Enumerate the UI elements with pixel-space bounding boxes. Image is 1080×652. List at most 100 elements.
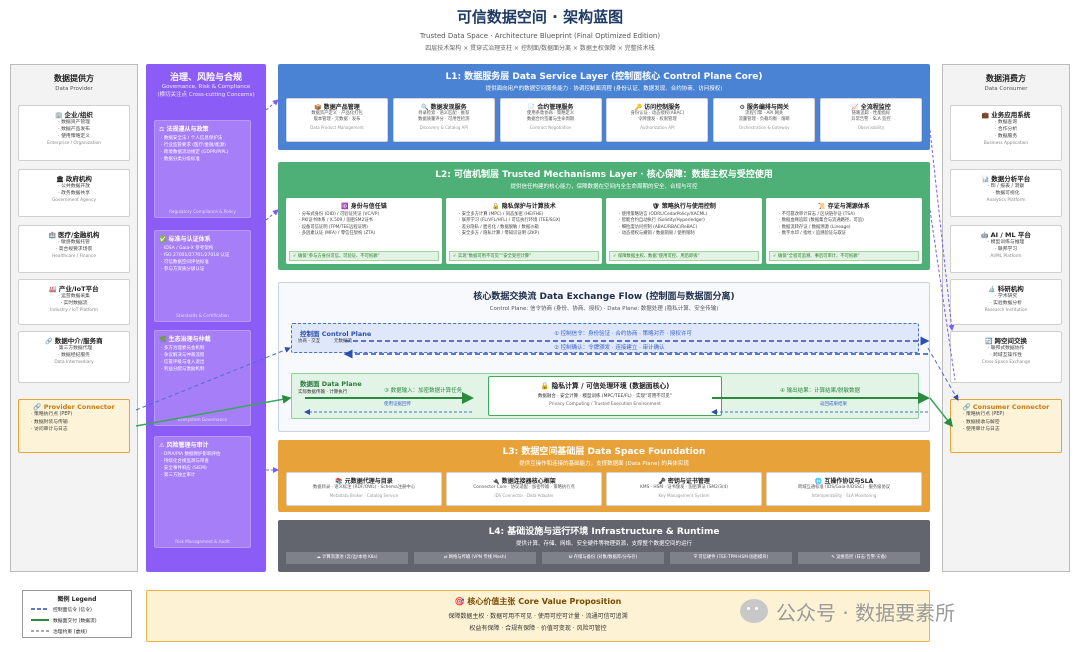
watermark: 公众号 · 数据要素所 [740, 594, 1070, 628]
provider-connector[interactable]: 🔗 Provider Connector · 策略执行点 (PEP) · 数据封… [18, 399, 130, 453]
usage-proof-label: 使用证据回传 [384, 402, 411, 407]
provider-entity-title: 🏛政府机构 [19, 173, 129, 183]
governance-box[interactable]: ✅ 标准与认证体系· IDSA / Gaia-X 参考架构· ISO 27001… [154, 230, 251, 322]
provider-connector-title: Provider Connector [43, 403, 115, 411]
consumer-entity-footer: Business Application [983, 141, 1029, 146]
governance-box-line: · 多方治理委员会机制 [161, 346, 205, 351]
globe-icon: 🌐 [814, 478, 825, 485]
l2-card-title: 🛡 策略执行与使用控制 [609, 201, 759, 210]
provider-entity-title: 🏢企业/组织 [19, 109, 129, 119]
consumer-entity-title: 🤖AI / ML 平台 [951, 229, 1061, 239]
l2-card[interactable]: 🔒 隐私保护与计算技术· 安全多方计算 (MPC) / 同态加密 (HE/FHE… [446, 198, 602, 264]
l2-card-line: · 差分隐私 / 匿名化 / 数据脱敏 / 数据沙箱 [459, 224, 539, 230]
legend: 图例 Legend 控制面信令 (信令) 数据面交付 (数据流) 治理约束 (虚… [22, 590, 132, 638]
l1-card-name: 数据产品管理 [323, 104, 360, 111]
l1-card-title: ⚙ 服务编排与网关 [714, 102, 814, 111]
l4-chip[interactable]: ✎ 运维监控 (日志·告警·灾备) [798, 552, 920, 564]
l2-card-line: · 多因素认证 (MFA) / 零信任架构 (ZTA) [299, 230, 376, 236]
provider-entity-name: 医疗/金融机构 [58, 231, 100, 239]
l4-chip[interactable]: ☁ 计算资源池 (云/边/本地 K8s) [286, 552, 408, 564]
l2-card[interactable]: 🛡 策略执行与使用控制· 使用策略语言 (ODRL/CedarPolicy/XA… [606, 198, 762, 264]
l2-card[interactable]: 📜 存证与溯源体系· 不可篡改审计日志 / 区块链存证 (TSA)· 数据血缘追… [766, 198, 922, 264]
monitor-icon: 📈 [851, 104, 861, 111]
governance-box-line: · 参与方资质分级认证 [161, 267, 205, 272]
governance-box[interactable]: 🌿 生态治理与仲裁· 多方治理委员会机制· 争议解决与仲裁流程· 信誉评级与准入… [154, 330, 251, 426]
l2-card-title: 🆔 身份与信任锚 [289, 201, 439, 210]
l3-card[interactable]: 📚 元数据代理与目录数据目录 · 语义标注 (RDF/OWL) · Schema… [286, 472, 442, 506]
l2-card-line: · 安全多方计算 (MPC) / 同态加密 (HE/FHE) [459, 212, 544, 217]
consumer-entity-name: 科研机构 [997, 285, 1024, 293]
l2-card-badge: ✓ 实现“数据可用不可见”“安全受控计算” [449, 251, 599, 261]
legend-item: 控制面信令 (信令) [53, 608, 92, 613]
governance-box-name: 标准与认证体系 [168, 236, 211, 243]
layer-l2: L2: 可信机制层 Trusted Mechanisms Layer · 核心保… [278, 162, 930, 270]
l2-card-line: · 数字水印 / 指纹 / 追溯验证与取证 [779, 230, 846, 236]
governance-box[interactable]: ⚖ 法规遵从与政策· 数据安全法 / 个人信息保护法· 行业监管要求 (医疗/金… [154, 120, 251, 218]
consumer-connector[interactable]: 🔗 Consumer Connector · 策略执行点 (PEP) · 数据接… [950, 399, 1062, 453]
governance-subtitle: Governance, Risk & Compliance [161, 84, 251, 90]
l4-chip[interactable]: ⛨ 可信硬件 (TEE·TPM·HSM·国密模块) [670, 552, 792, 564]
control-plane-panel: 控制面 Control Plane 协商 · 交互 元数据流 ① 控制信令：身份… [291, 323, 919, 353]
l3-card-footer: Metadata Broker · Catalog Service [329, 493, 399, 498]
governance-note: (横切关注点 Cross-cutting Concerns) [157, 92, 255, 98]
core-subtitle: Privacy Computing / Trusted Execution En… [549, 402, 661, 407]
l3-title: L3: 数据空间基础层 Data Space Foundation [502, 447, 706, 457]
l3-card-name: 互操作协议与SLA [824, 478, 874, 485]
l1-card-line: 流量管理 · 负载均衡 · 熔断 [738, 117, 790, 122]
l2-card-line: · 智能合约自动执行 (Solidity/Hyperledger) [619, 218, 705, 224]
consumer-entity-footer: AI/ML Platform [990, 254, 1022, 259]
l1-card-line: 目录检索 · 语义匹配 · 推荐 [418, 111, 470, 116]
consumer-entity-line: · 实验数据分析 [990, 301, 1022, 306]
link-icon: 🔗 [45, 338, 53, 345]
scale-icon: ⚖ [159, 126, 167, 133]
layer-l4: L4: 基础设施与运行环境 Infrastructure & Runtime 提… [278, 520, 930, 572]
l3-card-footer: IDS Connector · Data Adapter [494, 493, 554, 498]
consumer-entity-footer: Research Institution [984, 308, 1028, 313]
provider-entity-line: · 政务数据共享 [58, 191, 90, 196]
l2-card[interactable]: 🆔 身份与信任锚· 分布式身份 (DID) / 可验证凭证 (VC/VP)· P… [286, 198, 442, 264]
governance-box[interactable]: ⚠ 风险管理与审计· DPIA/PIA 数据保护影响评估· 持续化合规监测与审查… [154, 436, 251, 548]
l4-chip[interactable]: ⛁ 存储与备份 (对象/数据库/分布存) [542, 552, 664, 564]
provider-entity-title: 🏭产业/IoT平台 [19, 283, 129, 293]
l3-card-line: 跨域互通标准 (IDS/Gaia-X/DSSC) · 服务级协议 [797, 485, 891, 490]
consumer-column: 数据消费方 Data Consumer 💼业务应用系统· 数据查询· 合作分析·… [942, 64, 1070, 572]
check-icon: ✅ [159, 236, 169, 243]
l2-card-badge: ✓ 确保“参与方身份可信、可验证、不可抵赖” [289, 251, 439, 261]
privacy-computing-core[interactable]: 🔒 隐私计算 / 可信处理环境 (数据面核心) 数据融合 · 安全计算 · 模型… [488, 376, 722, 416]
l1-card-footer: Orchestration & Gateway [738, 125, 790, 130]
watermark-text: 公众号 · 数据要素所 [776, 600, 956, 625]
consumer-entity-line: · 学术研究 [994, 294, 1018, 299]
consumer-connector-title: Consumer Connector [972, 403, 1050, 411]
provider-entity-footer: Industry / IoT Platform [50, 308, 98, 313]
flow-subtitle: Control Plane: 信令协商 (身份、协商、授权) · Data Pl… [489, 306, 719, 312]
control-plane-title: 控制面 Control Plane [300, 330, 372, 338]
l4-chip[interactable]: ⇄ 网络与传输 (VPN 专线 Mesh) [414, 552, 536, 564]
alert-icon: ⚠ [159, 442, 167, 449]
lock-icon: 🔒 [492, 203, 502, 210]
governance-box-line: · 跨境数据流动规定 (GDPR/PIPL) [161, 150, 229, 155]
provider-title: 数据提供方 [54, 74, 94, 83]
data-plane-title: 数据面 Data Plane [300, 380, 362, 388]
chart-icon: 📊 [981, 176, 990, 183]
consumer-entity-line: · 模型训练与推理 [987, 240, 1025, 245]
l3-card-line: KMS · HSM · 证书颁发 · 国密算法 (SM2/3/4) [640, 485, 728, 490]
